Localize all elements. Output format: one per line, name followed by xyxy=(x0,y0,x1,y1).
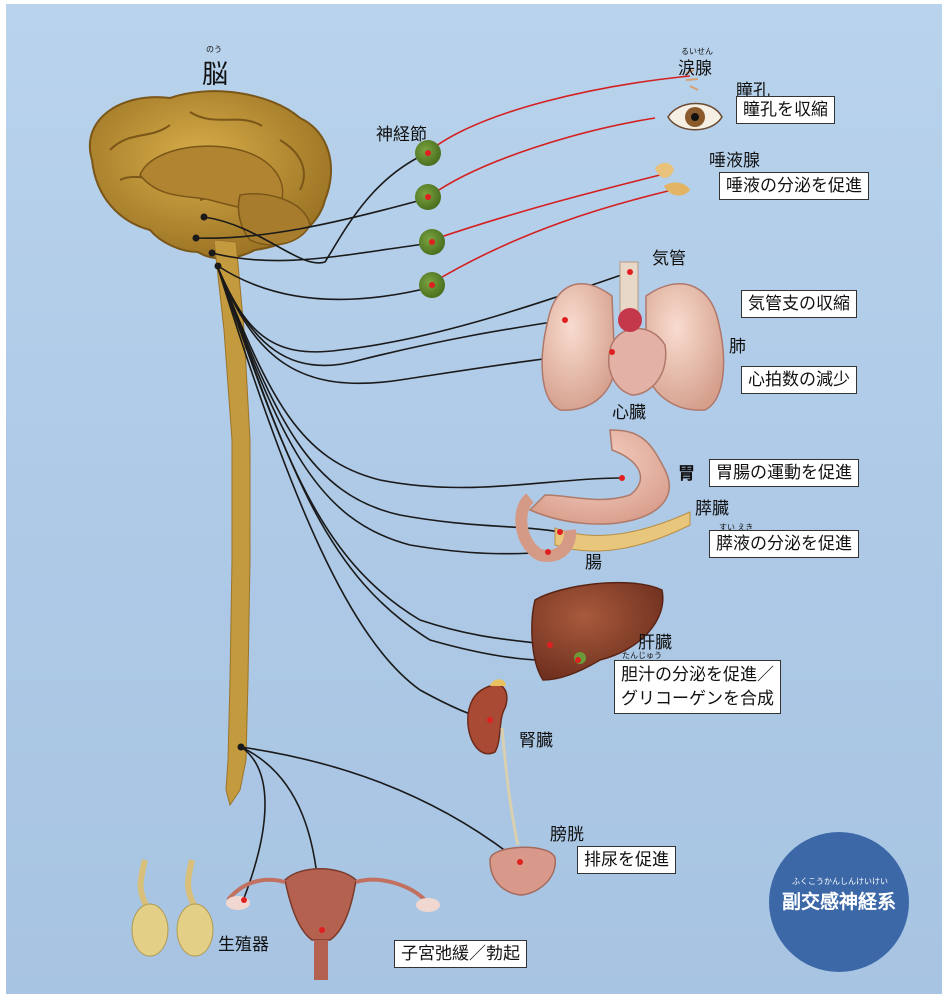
trachea-label: 気管 xyxy=(652,244,686,269)
sacral-nerves xyxy=(241,747,520,930)
bladder-illustration xyxy=(490,847,555,895)
stomach-label: 胃 xyxy=(678,459,695,484)
trachea-effect-box: 気管支の収縮 xyxy=(741,290,857,318)
pupil-effect-box: 瞳孔を収縮 xyxy=(736,96,835,124)
ganglion-label: 神経節 xyxy=(376,120,427,145)
bladder-effect-box: 排尿を促進 xyxy=(577,846,676,874)
heart-label: 心臓 xyxy=(612,398,646,423)
brain-illustration xyxy=(90,91,331,258)
brain-label: 脳 xyxy=(202,54,228,91)
badge-title: 副交感神経系 xyxy=(772,887,906,914)
head-post-nerves xyxy=(428,76,690,283)
kidney-label: 腎臓 xyxy=(519,726,553,751)
liver-effect-line2: グリコーゲンを合成 xyxy=(621,687,774,711)
liver-effect-line1: 胆汁の分泌を促進／ xyxy=(621,663,774,687)
eye-illustration xyxy=(668,103,722,129)
pancreas-effect-box: 膵液の分泌を促進 xyxy=(709,530,859,558)
bladder-label: 膀胱 xyxy=(550,820,584,845)
stomach-effect-box: 胃腸の運動を促進 xyxy=(709,459,859,487)
liver-effect-box: 胆汁の分泌を促進／ グリコーゲンを合成 xyxy=(614,660,781,714)
lung-label: 肺 xyxy=(729,332,746,357)
badge-ruby: ふくこうかんしんけいけい xyxy=(778,876,902,887)
lungs-heart xyxy=(542,262,723,410)
salivary-label: 唾液腺 xyxy=(709,146,760,171)
ganglia xyxy=(415,140,445,298)
genital-label: 生殖器 xyxy=(218,930,269,955)
genital-effect-box: 子宮弛緩／勃起 xyxy=(394,940,527,968)
lacrimal-label: 涙腺 xyxy=(678,54,712,79)
salivary-effect-box: 唾液の分泌を促進 xyxy=(719,172,869,200)
salivary-gland xyxy=(655,163,690,196)
heart-effect-box: 心拍数の減少 xyxy=(741,366,857,394)
spinal-cord xyxy=(214,240,250,805)
digestive-organs xyxy=(521,430,690,556)
intestine-label: 腸 xyxy=(585,548,602,573)
pancreas-label: 膵臓 xyxy=(695,494,729,519)
kidney-illustration xyxy=(468,679,518,845)
